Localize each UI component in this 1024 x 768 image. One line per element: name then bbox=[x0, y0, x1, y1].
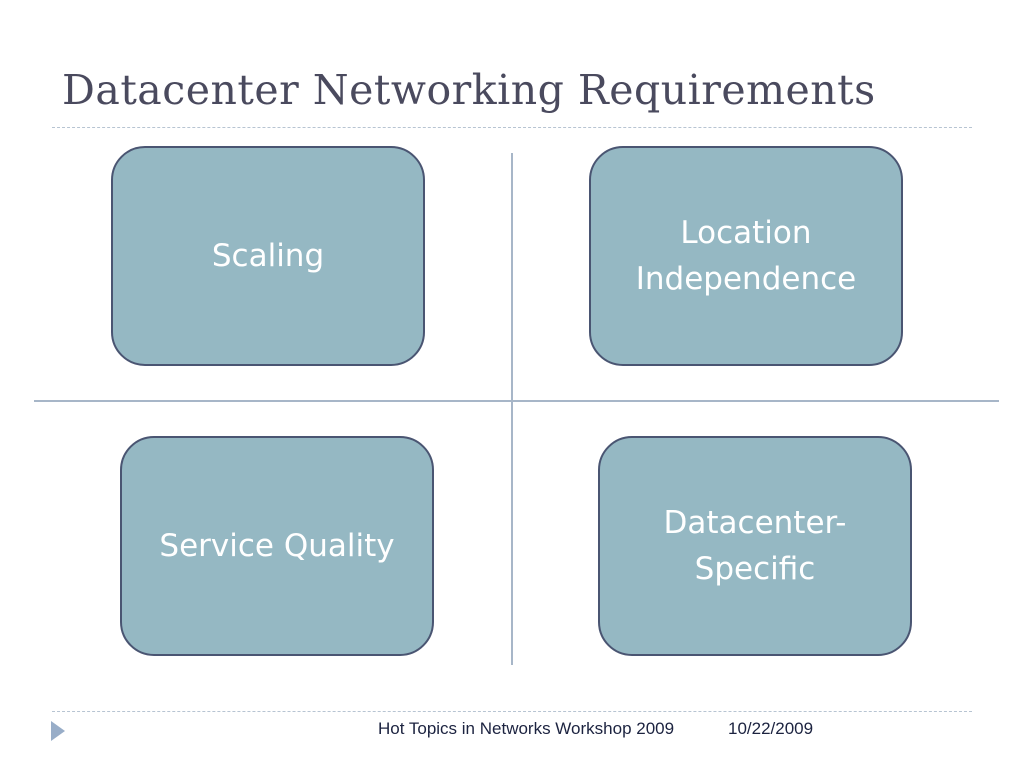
triangle-bullet-icon bbox=[51, 721, 65, 741]
footer-event: Hot Topics in Networks Workshop 2009 bbox=[378, 719, 675, 738]
requirement-box-service-quality: Service Quality bbox=[120, 436, 434, 656]
requirement-box-location-independence: Location Independence bbox=[589, 146, 903, 366]
footer-divider bbox=[52, 711, 972, 712]
requirement-box-datacenter-specific: Datacenter- Specific bbox=[598, 436, 912, 656]
requirement-label: Scaling bbox=[211, 238, 325, 274]
title-divider bbox=[52, 127, 972, 128]
requirement-box-scaling: Scaling bbox=[111, 146, 425, 366]
vertical-axis bbox=[511, 153, 513, 665]
requirement-label: Datacenter- Specific bbox=[663, 505, 847, 587]
slide-title: Datacenter Networking Requirements bbox=[62, 66, 876, 114]
requirement-label: Location Independence bbox=[635, 215, 857, 297]
horizontal-axis bbox=[34, 400, 999, 402]
footer-date: 10/22/2009 bbox=[728, 719, 814, 738]
requirement-label: Service Quality bbox=[159, 528, 395, 564]
